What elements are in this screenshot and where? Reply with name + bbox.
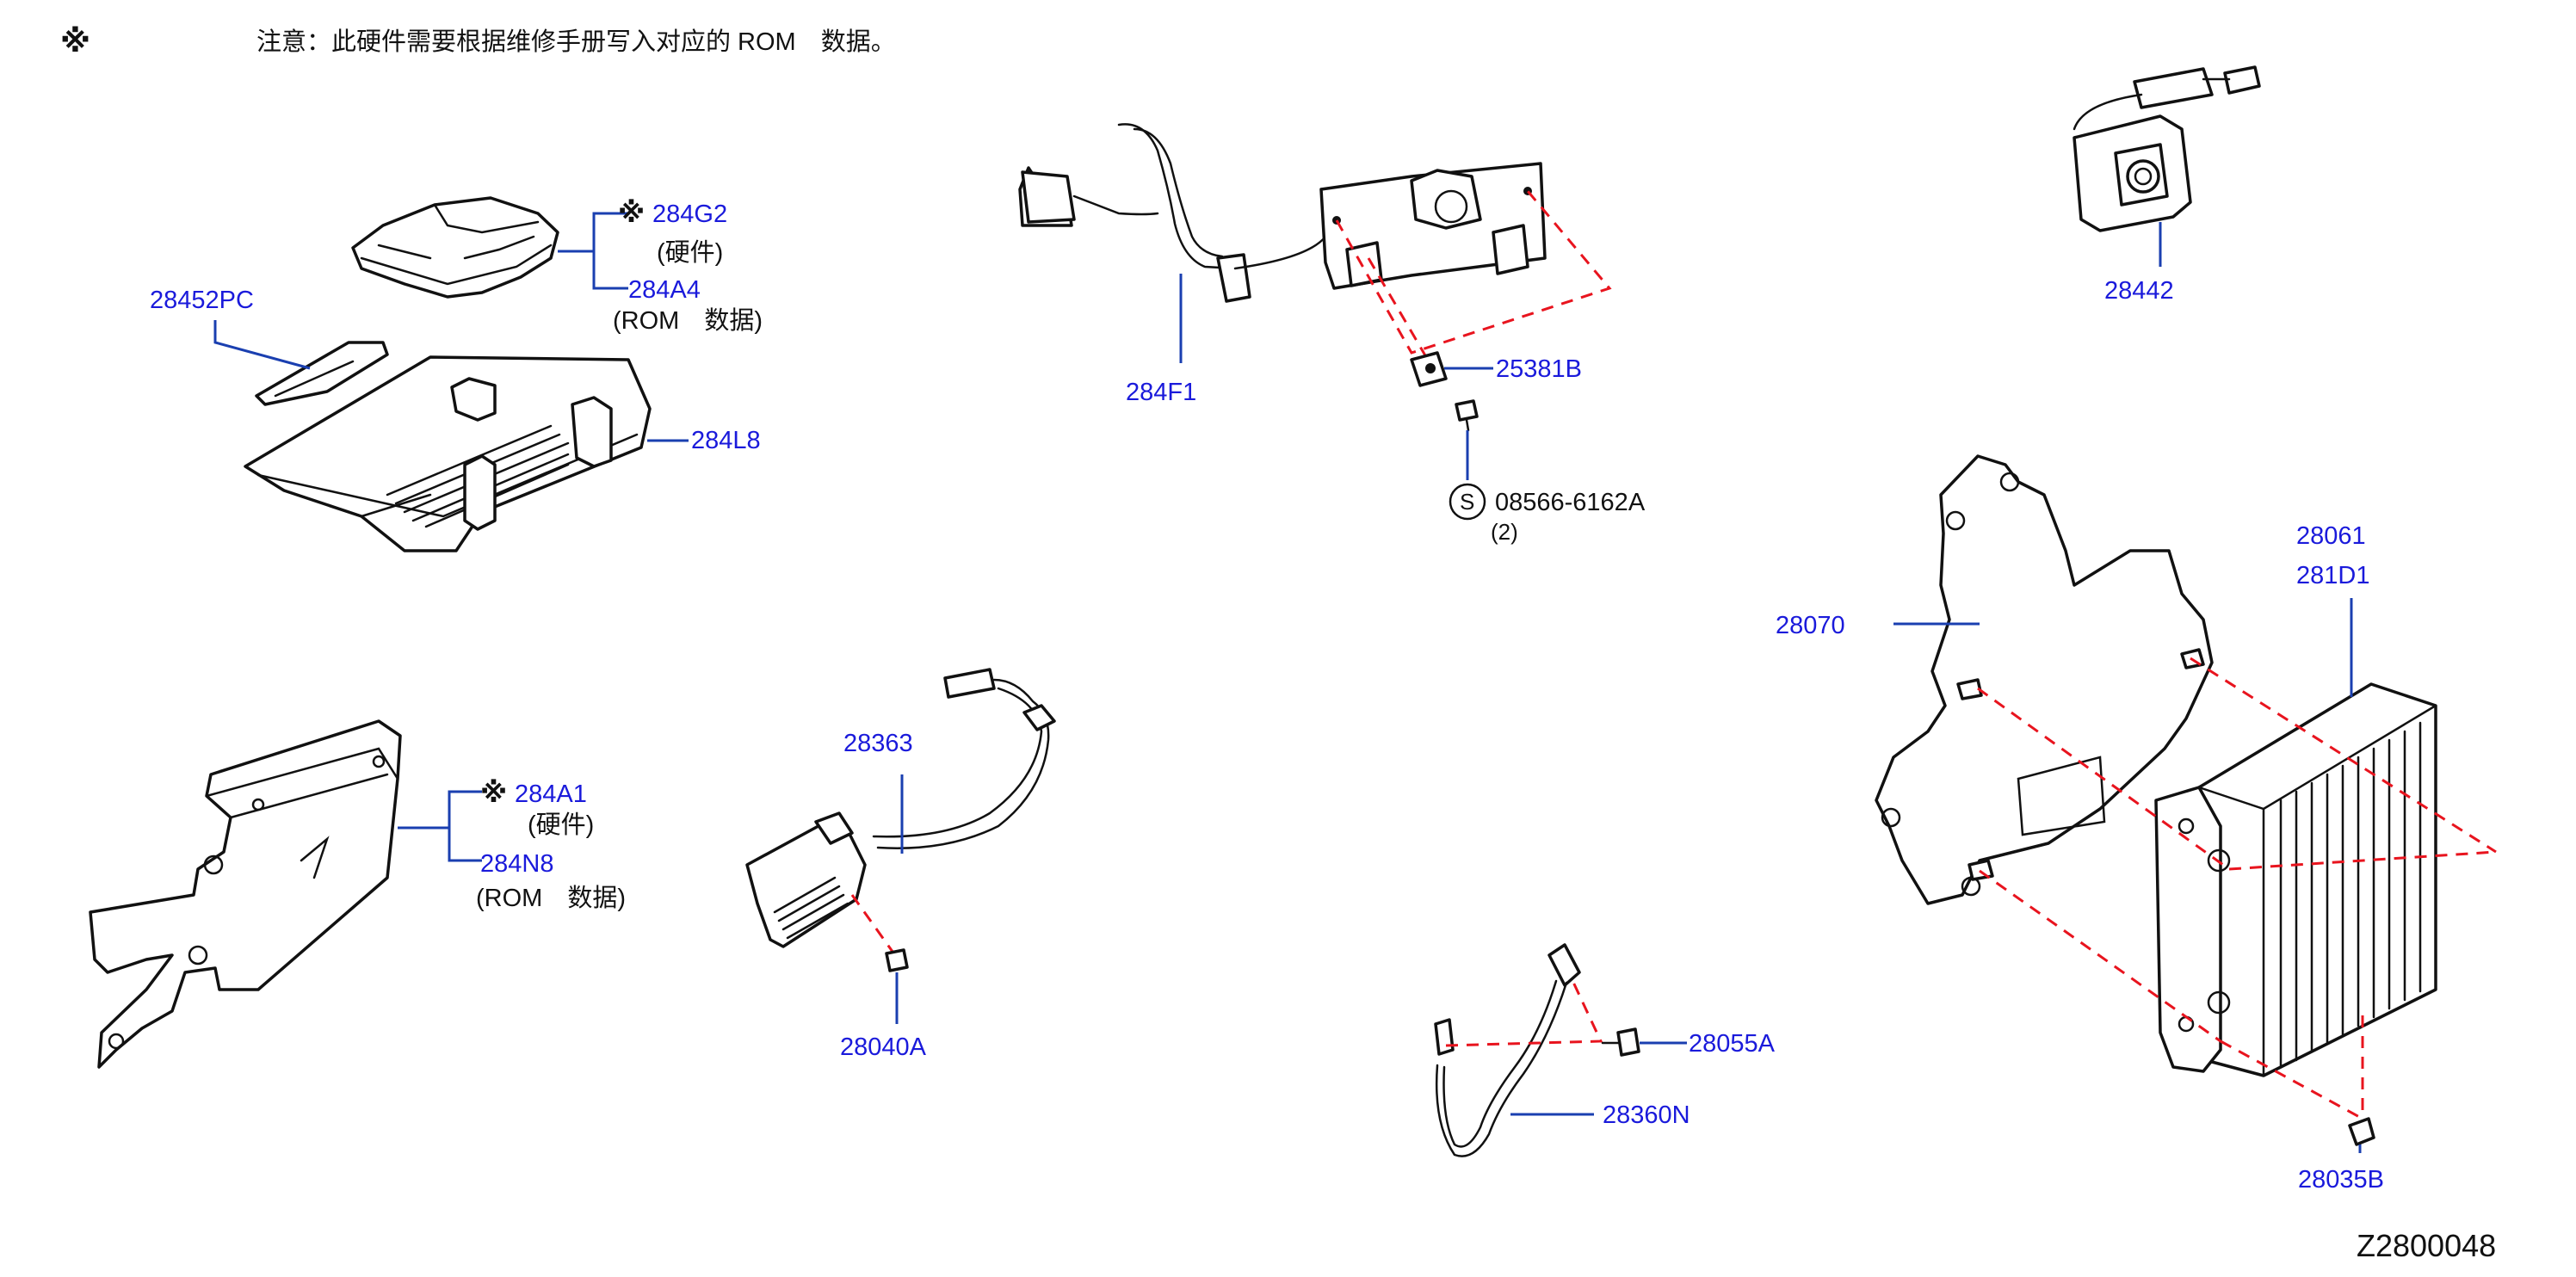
label-28070: 28070 — [1776, 612, 1845, 639]
label-284a4: 284A4 — [628, 276, 701, 304]
screw-08566-drawing — [1455, 399, 1479, 432]
strap-28360n-drawing — [1434, 943, 1581, 1157]
unit-28061-drawing — [2154, 682, 2437, 1077]
label-284f1: 284F1 — [1126, 379, 1196, 406]
dashed-link-28040a — [850, 894, 897, 956]
label-qty-2: (2) — [1491, 519, 1518, 545]
label-284n8: 284N8 — [480, 850, 553, 878]
label-28452pc: 28452PC — [150, 287, 254, 314]
mark-284g2: ※ — [618, 197, 645, 228]
clip-25381b-drawing — [1410, 351, 1448, 387]
label-284a4-rom: (ROM 数据) — [613, 306, 763, 335]
label-284a1: 284A1 — [515, 780, 587, 808]
clip-28035b-drawing — [2348, 1117, 2375, 1146]
note-text: 注意：此硬件需要根据维修手册写入对应的 ROM 数据。 — [256, 28, 896, 56]
label-284g2: 284G2 — [652, 200, 727, 228]
ecu-284a1-drawing — [89, 719, 402, 1069]
dashed-link-bracket — [1335, 190, 1612, 355]
leader-284a1-bracket — [448, 790, 482, 862]
label-28035b: 28035B — [2298, 1166, 2384, 1194]
label-28442: 28442 — [2104, 277, 2174, 305]
label-25381b: 25381B — [1496, 355, 1582, 383]
s-circle-symbol — [1449, 483, 1486, 521]
bolt-28055a-drawing — [1601, 1027, 1640, 1057]
label-284n8-rom: (ROM 数据) — [476, 884, 626, 912]
label-284l8: 284L8 — [691, 427, 761, 454]
note-symbol: ※ — [60, 23, 90, 59]
label-281d1: 281D1 — [2296, 562, 2369, 589]
camera-28442-drawing — [2073, 65, 2261, 232]
label-284a1-hw: (硬件) — [528, 811, 594, 839]
label-08566-6162a: 08566-6162A — [1495, 489, 1646, 516]
label-28061: 28061 — [2296, 522, 2366, 550]
tray-284l8-drawing — [244, 355, 652, 552]
diagram-code: Z2800048 — [2357, 1228, 2496, 1263]
label-28363: 28363 — [843, 730, 913, 757]
dashed-link-28055a — [1445, 976, 1603, 1047]
harness-28363-drawing — [745, 668, 1056, 948]
mark-284a1: ※ — [480, 777, 507, 808]
dashed-links-unit — [1977, 657, 2497, 1120]
label-28055a: 28055A — [1689, 1030, 1776, 1058]
bolt-28040a-drawing — [885, 948, 909, 972]
label-28360n: 28360N — [1603, 1101, 1690, 1129]
camera-bracket-284f1-drawing — [1018, 123, 1547, 303]
leader-28452pc — [213, 320, 311, 370]
label-284g2-hw: (硬件) — [657, 238, 723, 267]
cover-28452pc-drawing — [255, 341, 389, 406]
ecu-284g2-drawing — [351, 196, 559, 299]
label-28040a: 28040A — [840, 1033, 927, 1061]
s-circle-text: S — [1460, 489, 1474, 515]
